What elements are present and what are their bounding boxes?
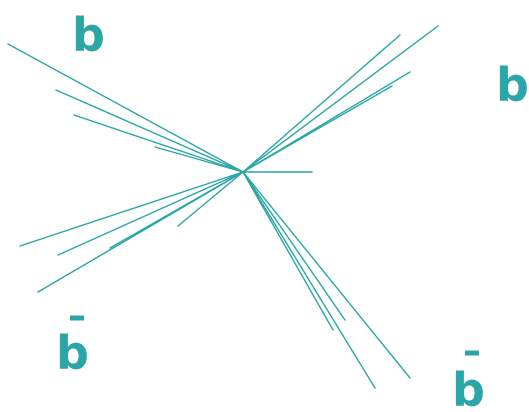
particle-track — [155, 147, 243, 172]
jet-label-bbar-bottom-right: b — [452, 353, 485, 412]
particle-track — [178, 172, 243, 226]
particle-track — [243, 172, 410, 378]
jet-label-bbar-bottom-right-text: b — [452, 363, 485, 412]
particle-track — [243, 35, 400, 172]
jet-label-bbar-bottom-left-text: b — [56, 326, 89, 380]
particle-track — [243, 172, 345, 320]
jet-label-bbar-bottom-left: b — [56, 318, 89, 380]
particle-track — [20, 172, 243, 246]
particle-track — [74, 115, 243, 172]
particle-track — [243, 26, 438, 172]
particle-track — [243, 172, 333, 330]
particle-track — [243, 86, 392, 172]
particle-track — [243, 172, 375, 388]
particle-track — [8, 44, 243, 172]
jet-label-b-top-left: b — [72, 8, 105, 62]
jet-label-b-right: b — [496, 58, 529, 112]
particle-track — [56, 90, 243, 172]
particle-track — [58, 172, 243, 255]
